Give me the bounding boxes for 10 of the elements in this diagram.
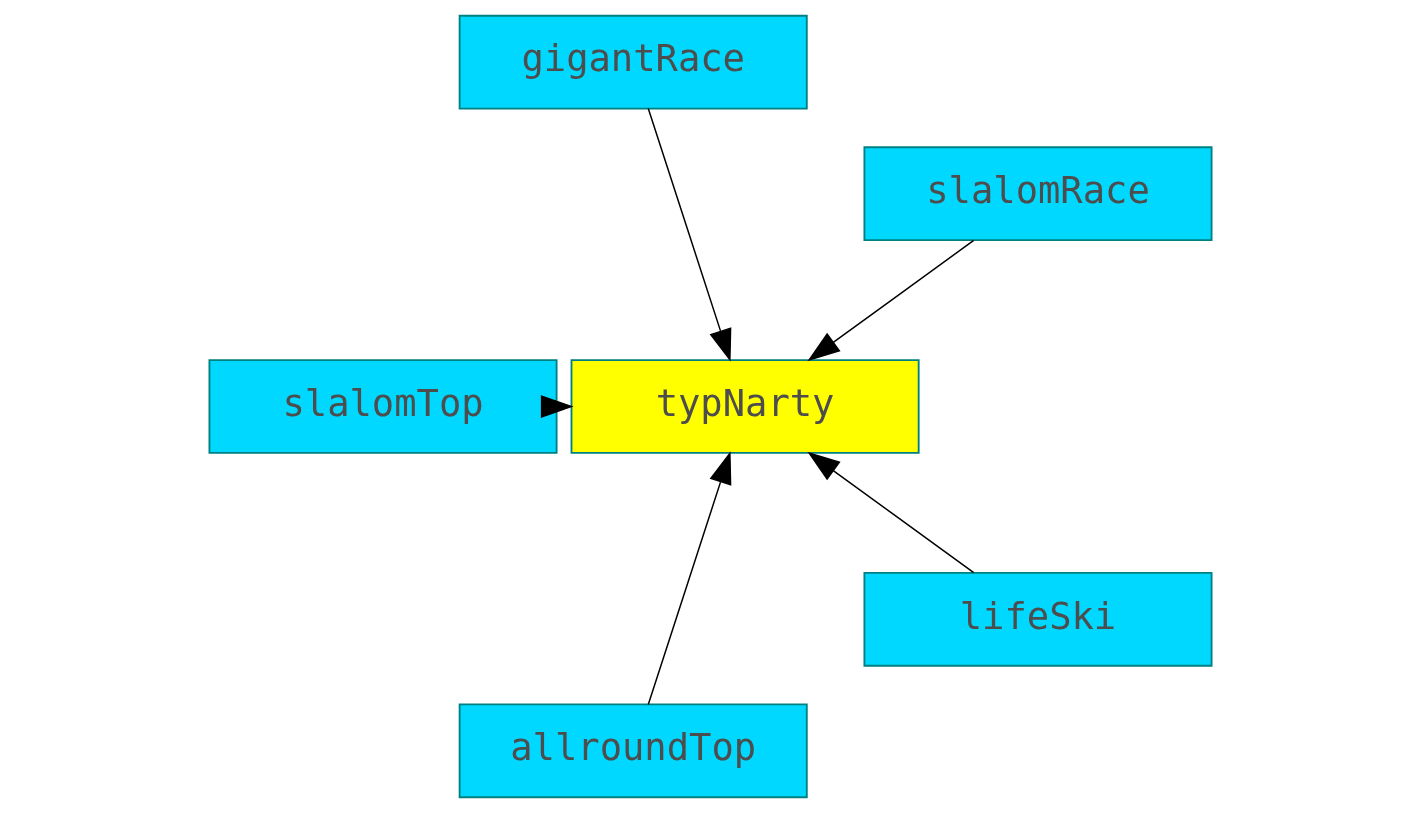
node-box: allroundTop [458, 703, 808, 799]
arrow [807, 239, 975, 362]
arrow [540, 395, 574, 418]
arrow [647, 107, 732, 362]
arrow [647, 451, 732, 706]
node-box: gigantRace [458, 14, 808, 110]
node-box: slalomRace [863, 146, 1213, 242]
arrow [807, 451, 975, 574]
node-box: lifeSki [863, 572, 1213, 667]
node-box: typNarty [570, 359, 920, 454]
